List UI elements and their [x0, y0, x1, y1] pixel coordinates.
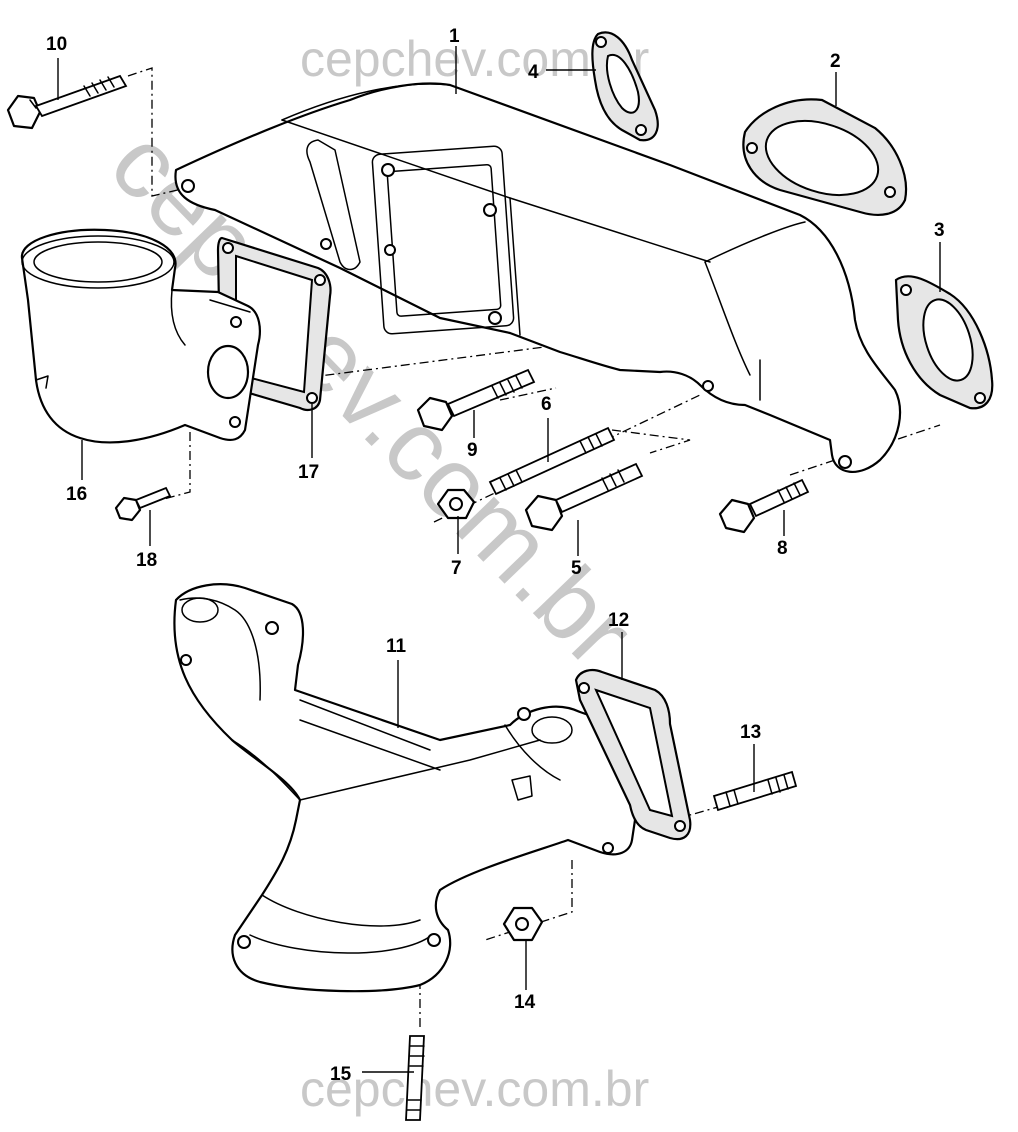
- stud-6: [488, 426, 616, 496]
- callout-1: 1: [449, 26, 460, 47]
- callout-18: 18: [136, 550, 157, 571]
- lower-manifold: [173, 583, 641, 993]
- callout-15: 15: [330, 1064, 352, 1085]
- nut-14: [502, 906, 544, 942]
- callout-9: 9: [467, 440, 478, 461]
- stud-15: [405, 1035, 425, 1121]
- gasket-2: [742, 98, 908, 216]
- bolt-8: [718, 478, 810, 534]
- callout-6: 6: [541, 394, 552, 415]
- bolt-5: [524, 462, 644, 532]
- callout-7: 7: [451, 558, 462, 579]
- callout-2: 2: [830, 51, 841, 72]
- callout-10: 10: [46, 34, 67, 55]
- outlet-elbow: [20, 228, 261, 444]
- gasket-3: [894, 275, 994, 410]
- gasket-12: [574, 669, 692, 841]
- callout-3: 3: [934, 220, 945, 241]
- callout-11: 11: [386, 636, 407, 657]
- callout-8: 8: [777, 538, 788, 559]
- gasket-4: [591, 31, 659, 142]
- callout-14: 14: [514, 992, 536, 1013]
- callout-17: 17: [298, 462, 319, 483]
- bolt-9: [416, 368, 536, 432]
- callout-12: 12: [608, 610, 629, 631]
- callout-16: 16: [66, 484, 87, 505]
- watermark-bottom: cepchev.com.br: [300, 1061, 649, 1117]
- callout-5: 5: [571, 558, 582, 579]
- nut-7: [436, 488, 476, 520]
- exhaust-manifold: [174, 82, 902, 474]
- bolt-10: [6, 74, 128, 130]
- callout-13: 13: [740, 722, 761, 743]
- leader-lines: [57, 46, 941, 1073]
- bolt-18: [114, 486, 172, 522]
- watermark-top: cepchev.com.br: [300, 31, 649, 87]
- stud-13: [712, 770, 798, 812]
- callout-numbers: 10 1 4 2 3 6 9 16 17 18 7 5 8 11 12 13 1…: [46, 26, 945, 1085]
- callout-4: 4: [528, 62, 539, 83]
